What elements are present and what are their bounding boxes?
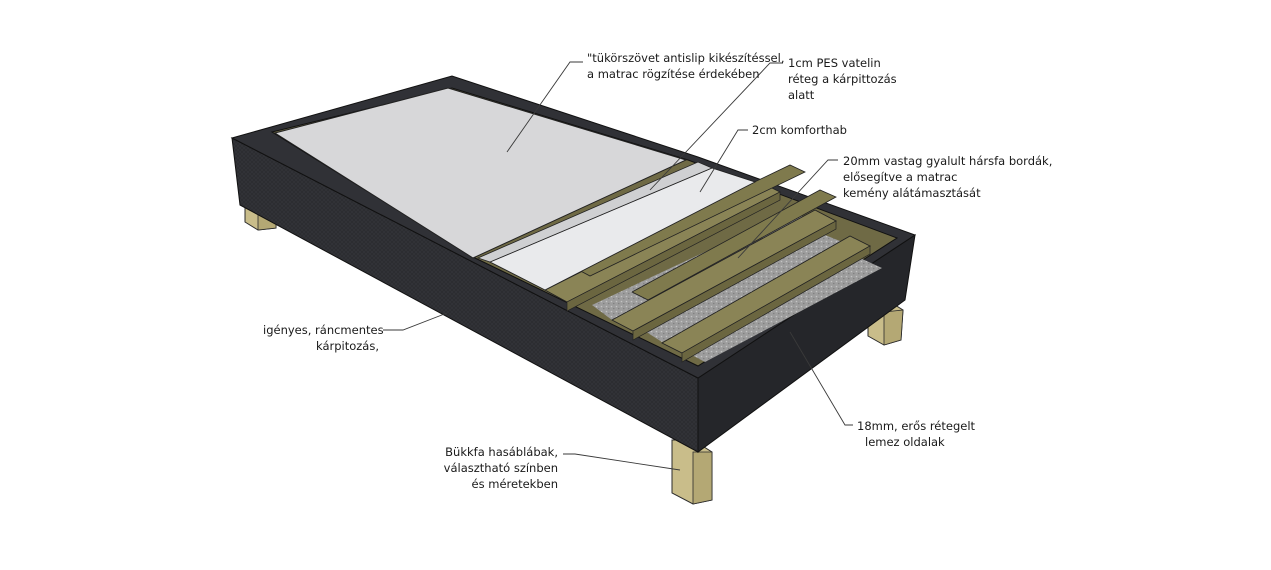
label-upholstery-line-2: kárpitozás,: [315, 339, 379, 353]
label-legs-line-3: és méretekben: [471, 477, 558, 491]
label-slats-line-1: 20mm vastag gyalult hársfa bordák,: [843, 154, 1053, 168]
leader-plywood: [789, 331, 853, 426]
leader-legs: [563, 453, 681, 471]
wood-slats: [544, 164, 871, 363]
leader-antislip: [506, 61, 583, 153]
label-plywood-sides: 18mm, erős rétegelt lemez oldalak: [857, 418, 975, 450]
label-beech-legs: Bükkfa hasáblábak, választható színben é…: [440, 444, 558, 492]
label-comfort-foam: 2cm komforthab: [752, 122, 847, 138]
label-slats-line-3: kemény alátámasztását: [843, 186, 981, 200]
label-plywood-line-2: lemez oldalak: [865, 435, 945, 449]
label-antislip-line-1: "tükörszövet antislip kikészítéssel,: [587, 51, 785, 65]
label-upholstery-line-1: igényes, ráncmentes: [263, 323, 384, 337]
label-pes-line-2: réteg a kárpittozás: [788, 72, 897, 86]
label-pes-line-1: 1cm PES vatelin: [788, 56, 881, 70]
label-slats-line-2: elősegítve a matrac: [843, 170, 958, 184]
label-legs-line-2: választható színben: [443, 461, 558, 475]
leader-lines: [383, 61, 853, 471]
leader-upholstery: [383, 312, 448, 331]
label-pes-wadding: 1cm PES vatelin réteg a kárpittozás alat…: [788, 55, 897, 103]
leader-slats: [737, 159, 838, 259]
label-foam-line-1: 2cm komforthab: [752, 123, 847, 137]
leader-pes: [649, 62, 783, 191]
label-antislip-line-2: a matrac rögzítése érdekében: [587, 67, 760, 81]
label-plywood-line-1: 18mm, erős rétegelt: [857, 419, 976, 433]
leader-foam: [699, 129, 748, 193]
label-wood-slats: 20mm vastag gyalult hársfa bordák, előse…: [843, 153, 1052, 201]
label-pes-line-3: alatt: [788, 88, 815, 102]
fabric-layers: [273, 87, 757, 291]
label-upholstery: igényes, ráncmentes kárpitozás,: [263, 322, 384, 354]
label-antislip-fabric: "tükörszövet antislip kikészítéssel, a m…: [587, 50, 784, 82]
label-legs-line-1: Bükkfa hasáblábak,: [445, 445, 558, 459]
